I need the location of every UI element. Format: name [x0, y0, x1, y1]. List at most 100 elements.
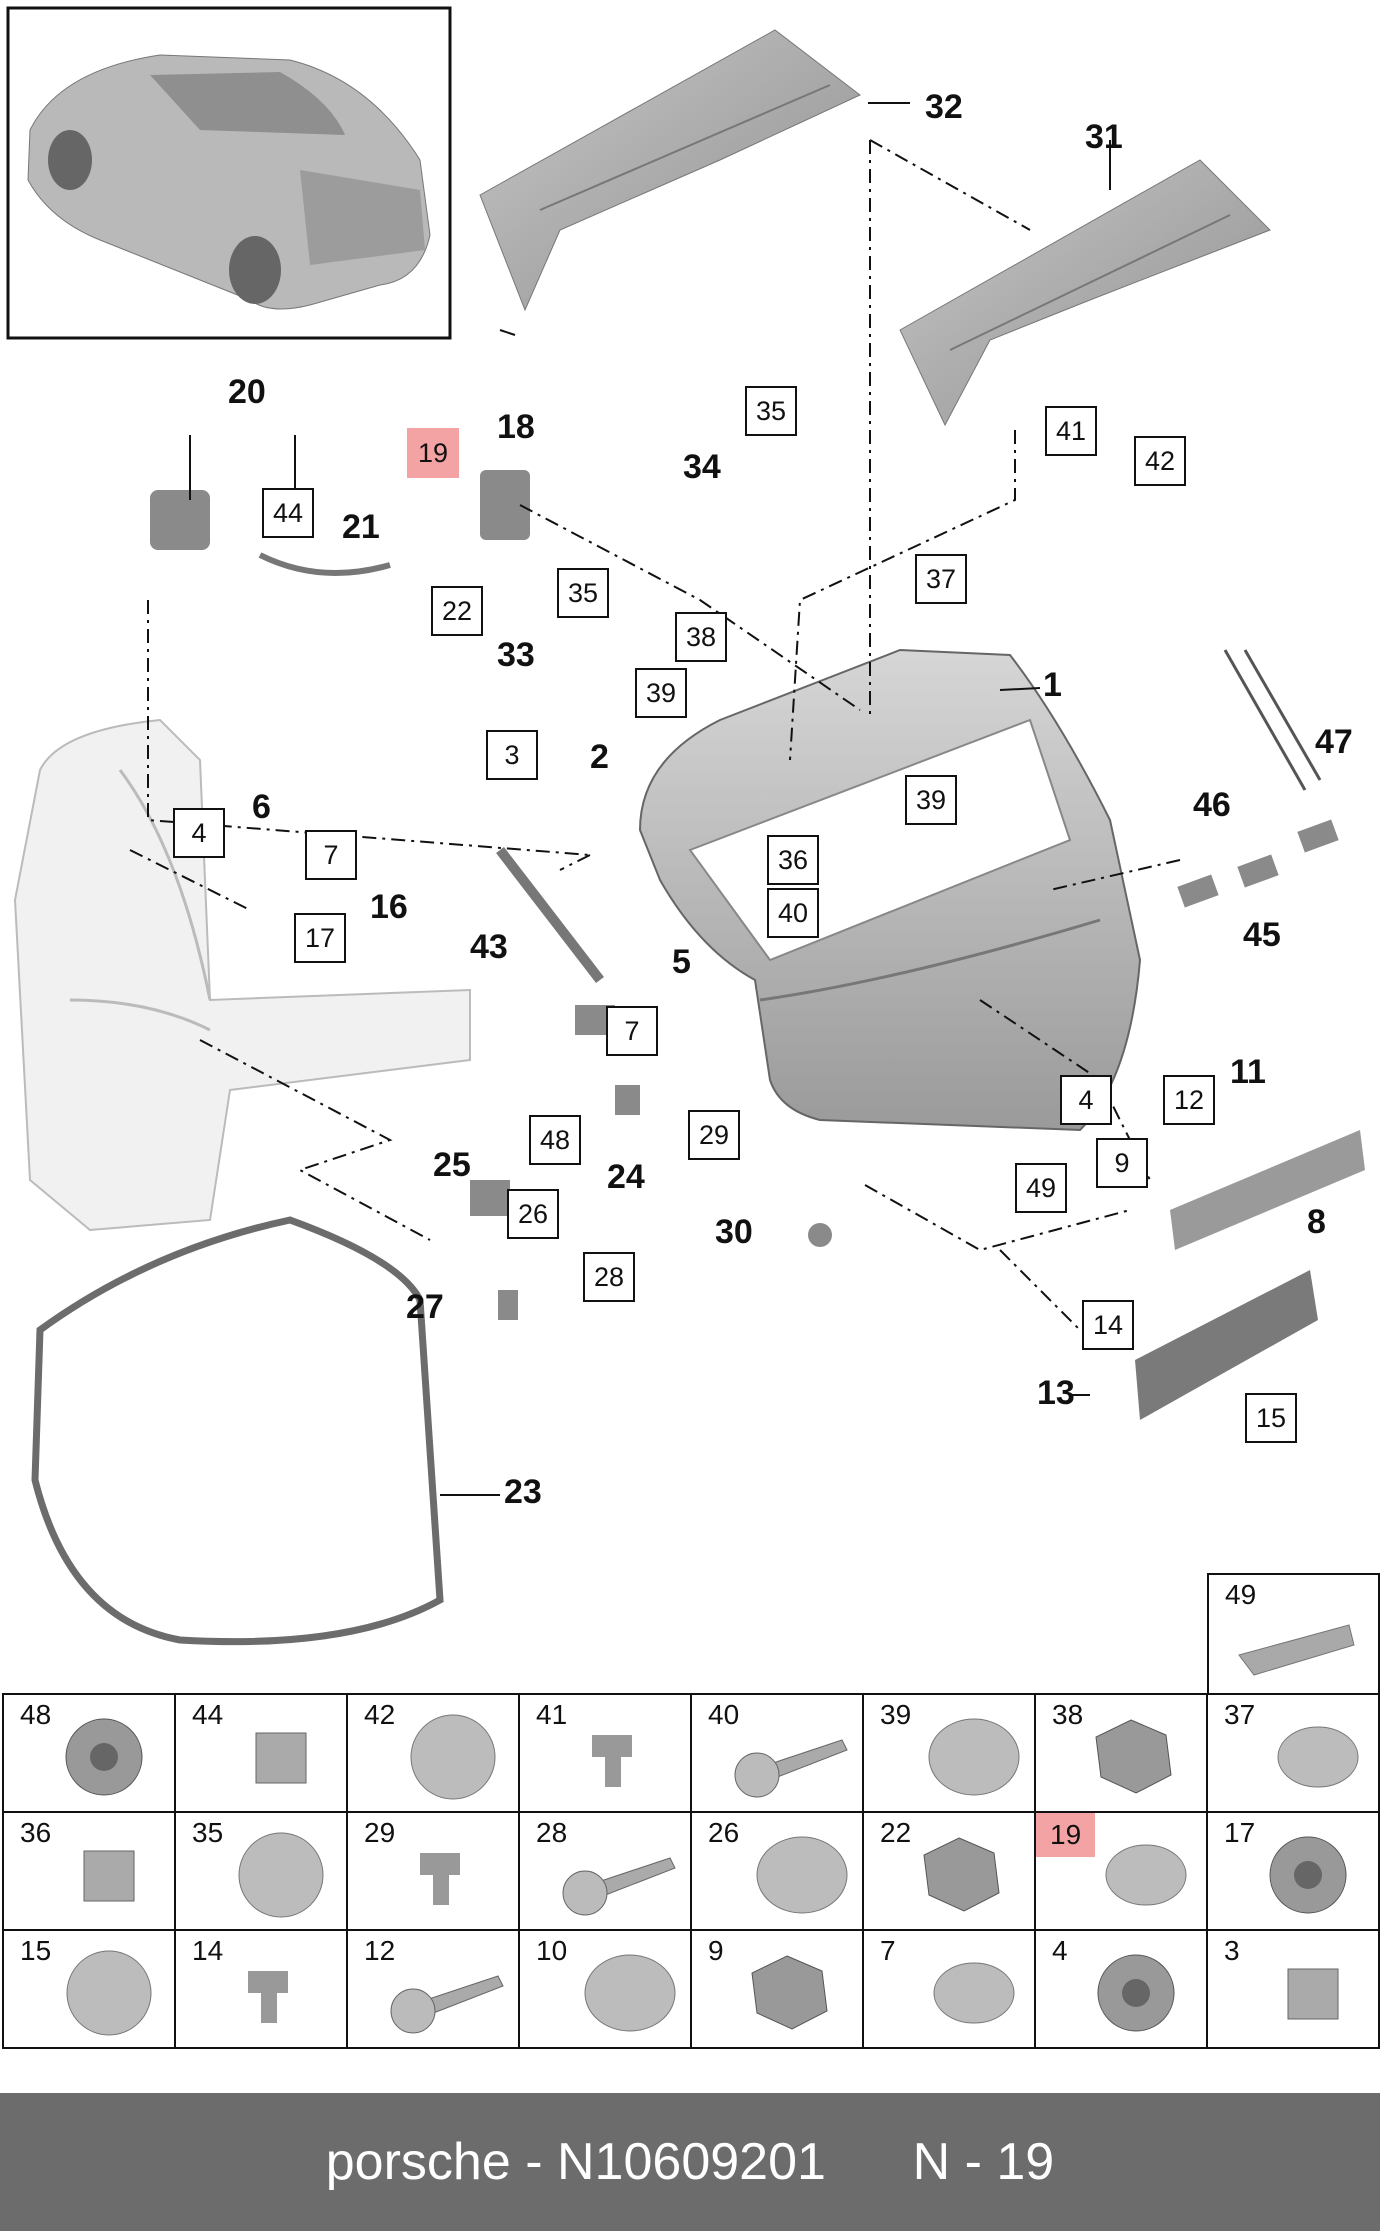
part-thumbnail — [562, 1857, 676, 1916]
part-number-label: 48 — [20, 1699, 52, 1730]
parts-cell: 29 — [346, 1811, 520, 1931]
vehicle-thumbnail — [6, 6, 452, 340]
parts-cell: 40 — [690, 1693, 864, 1813]
parts-cell: 26 — [690, 1811, 864, 1931]
part-number-label: 26 — [708, 1817, 740, 1848]
callout-number: 45 — [1243, 916, 1281, 954]
callout-number: 34 — [683, 448, 721, 486]
highlighted-part-label: 19 — [407, 428, 459, 478]
callout-number: 13 — [1037, 1374, 1075, 1412]
part-thumbnail — [1277, 1726, 1359, 1788]
part-thumbnail — [1097, 1954, 1175, 2032]
boxed-part-label: 37 — [915, 554, 967, 604]
roof-spoiler-32 — [479, 29, 861, 312]
part-thumbnail — [420, 1853, 460, 1905]
boxed-part-label: 26 — [507, 1189, 559, 1239]
parts-cell: 7 — [862, 1929, 1036, 2049]
parts-cell: 37 — [1206, 1693, 1380, 1813]
callout-number: 16 — [370, 888, 408, 926]
part-thumbnail — [390, 1975, 504, 2034]
part-number-label: 40 — [708, 1699, 740, 1730]
callout-number: 47 — [1315, 723, 1353, 761]
parts-cell: 4 — [1034, 1929, 1208, 2049]
vehicle-body-side — [13, 718, 471, 1232]
part-thumbnail — [255, 1732, 307, 1784]
boxed-part-label: 9 — [1096, 1138, 1148, 1188]
part-number-label: 41 — [536, 1699, 568, 1730]
callout-number: 43 — [470, 928, 508, 966]
boxed-part-label: 41 — [1045, 406, 1097, 456]
part-thumbnail — [1269, 1836, 1347, 1914]
part-number-label: 39 — [880, 1699, 912, 1730]
part-number-label: 37 — [1224, 1699, 1256, 1730]
boxed-part-label: 29 — [688, 1110, 740, 1160]
footer-gap — [826, 2132, 913, 2192]
callout-number: 27 — [406, 1288, 444, 1326]
part-number-label: 9 — [708, 1935, 724, 1966]
tailgate-seal — [31, 1216, 444, 1646]
part-thumbnail — [584, 1954, 676, 2032]
callout-number: 18 — [497, 408, 535, 446]
callout-number: 46 — [1193, 786, 1231, 824]
part-number-label: 10 — [536, 1935, 568, 1966]
part-number-label: 38 — [1052, 1699, 1084, 1730]
parts-cell: 36 — [2, 1811, 176, 1931]
part-thumbnail — [751, 1955, 828, 2030]
callout-number: 21 — [342, 508, 380, 546]
part-number-label: 15 — [20, 1935, 52, 1966]
part-thumbnail — [66, 1950, 152, 2036]
part-thumbnail — [1105, 1844, 1187, 1906]
parts-cell-top: 49 — [1207, 1573, 1380, 1695]
parts-cell: 42 — [346, 1693, 520, 1813]
part-thumbnail — [756, 1836, 848, 1914]
boxed-part-label: 39 — [905, 775, 957, 825]
boxed-part-label: 36 — [767, 835, 819, 885]
parts-cell: 12 — [346, 1929, 520, 2049]
callout-number: 30 — [715, 1213, 753, 1251]
boxed-part-label: 49 — [1015, 1163, 1067, 1213]
part-number-label: 35 — [192, 1817, 224, 1848]
part-number-label: 29 — [364, 1817, 396, 1848]
boxed-part-label: 28 — [583, 1252, 635, 1302]
part-thumbnail — [1287, 1968, 1339, 2020]
footer-brand: porsche — [325, 2133, 511, 2191]
footer-dash: - — [525, 2133, 543, 2191]
part-thumbnail — [734, 1739, 848, 1798]
part-number-label: 12 — [364, 1935, 396, 1966]
part-thumbnail — [928, 1718, 1020, 1796]
callout-number: 33 — [497, 636, 535, 674]
part-number-label: 3 — [1224, 1935, 1240, 1966]
leader-lines — [129, 139, 1181, 1331]
parts-cell: 41 — [518, 1693, 692, 1813]
boxed-part-label: 17 — [294, 913, 346, 963]
part-thumbnail — [933, 1962, 1015, 2024]
boxed-part-label: 3 — [486, 730, 538, 780]
part-number-label: 7 — [880, 1935, 896, 1966]
part-thumbnail — [248, 1971, 288, 2023]
parts-cell: 17 — [1206, 1811, 1380, 1931]
boxed-part-label: 7 — [305, 830, 357, 880]
boxed-part-label: 42 — [1134, 436, 1186, 486]
part-number-label: 14 — [192, 1935, 224, 1966]
solid-leader-lines — [189, 102, 1111, 1496]
boxed-part-label: 14 — [1082, 1300, 1134, 1350]
parts-cell: 35 — [174, 1811, 348, 1931]
parts-cell: 10 — [518, 1929, 692, 2049]
boxed-part-label: 35 — [557, 568, 609, 618]
parts-cell: 48 — [2, 1693, 176, 1813]
part-number-label: 17 — [1224, 1817, 1256, 1848]
boxed-part-label: 40 — [767, 888, 819, 938]
tailgate-panel — [638, 648, 1142, 1132]
part-thumbnail — [65, 1718, 143, 1796]
footer-ref: N - 19 — [912, 2133, 1055, 2191]
callout-number: 11 — [1230, 1053, 1266, 1091]
parts-cell: 19 — [1034, 1811, 1208, 1931]
small-components — [150, 470, 1365, 1420]
footer-separator — [511, 2132, 525, 2192]
roof-spoiler-31 — [899, 159, 1271, 427]
callout-number: 2 — [590, 738, 609, 776]
boxed-part-label: 44 — [262, 488, 314, 538]
part-thumbnail — [923, 1837, 1000, 1912]
